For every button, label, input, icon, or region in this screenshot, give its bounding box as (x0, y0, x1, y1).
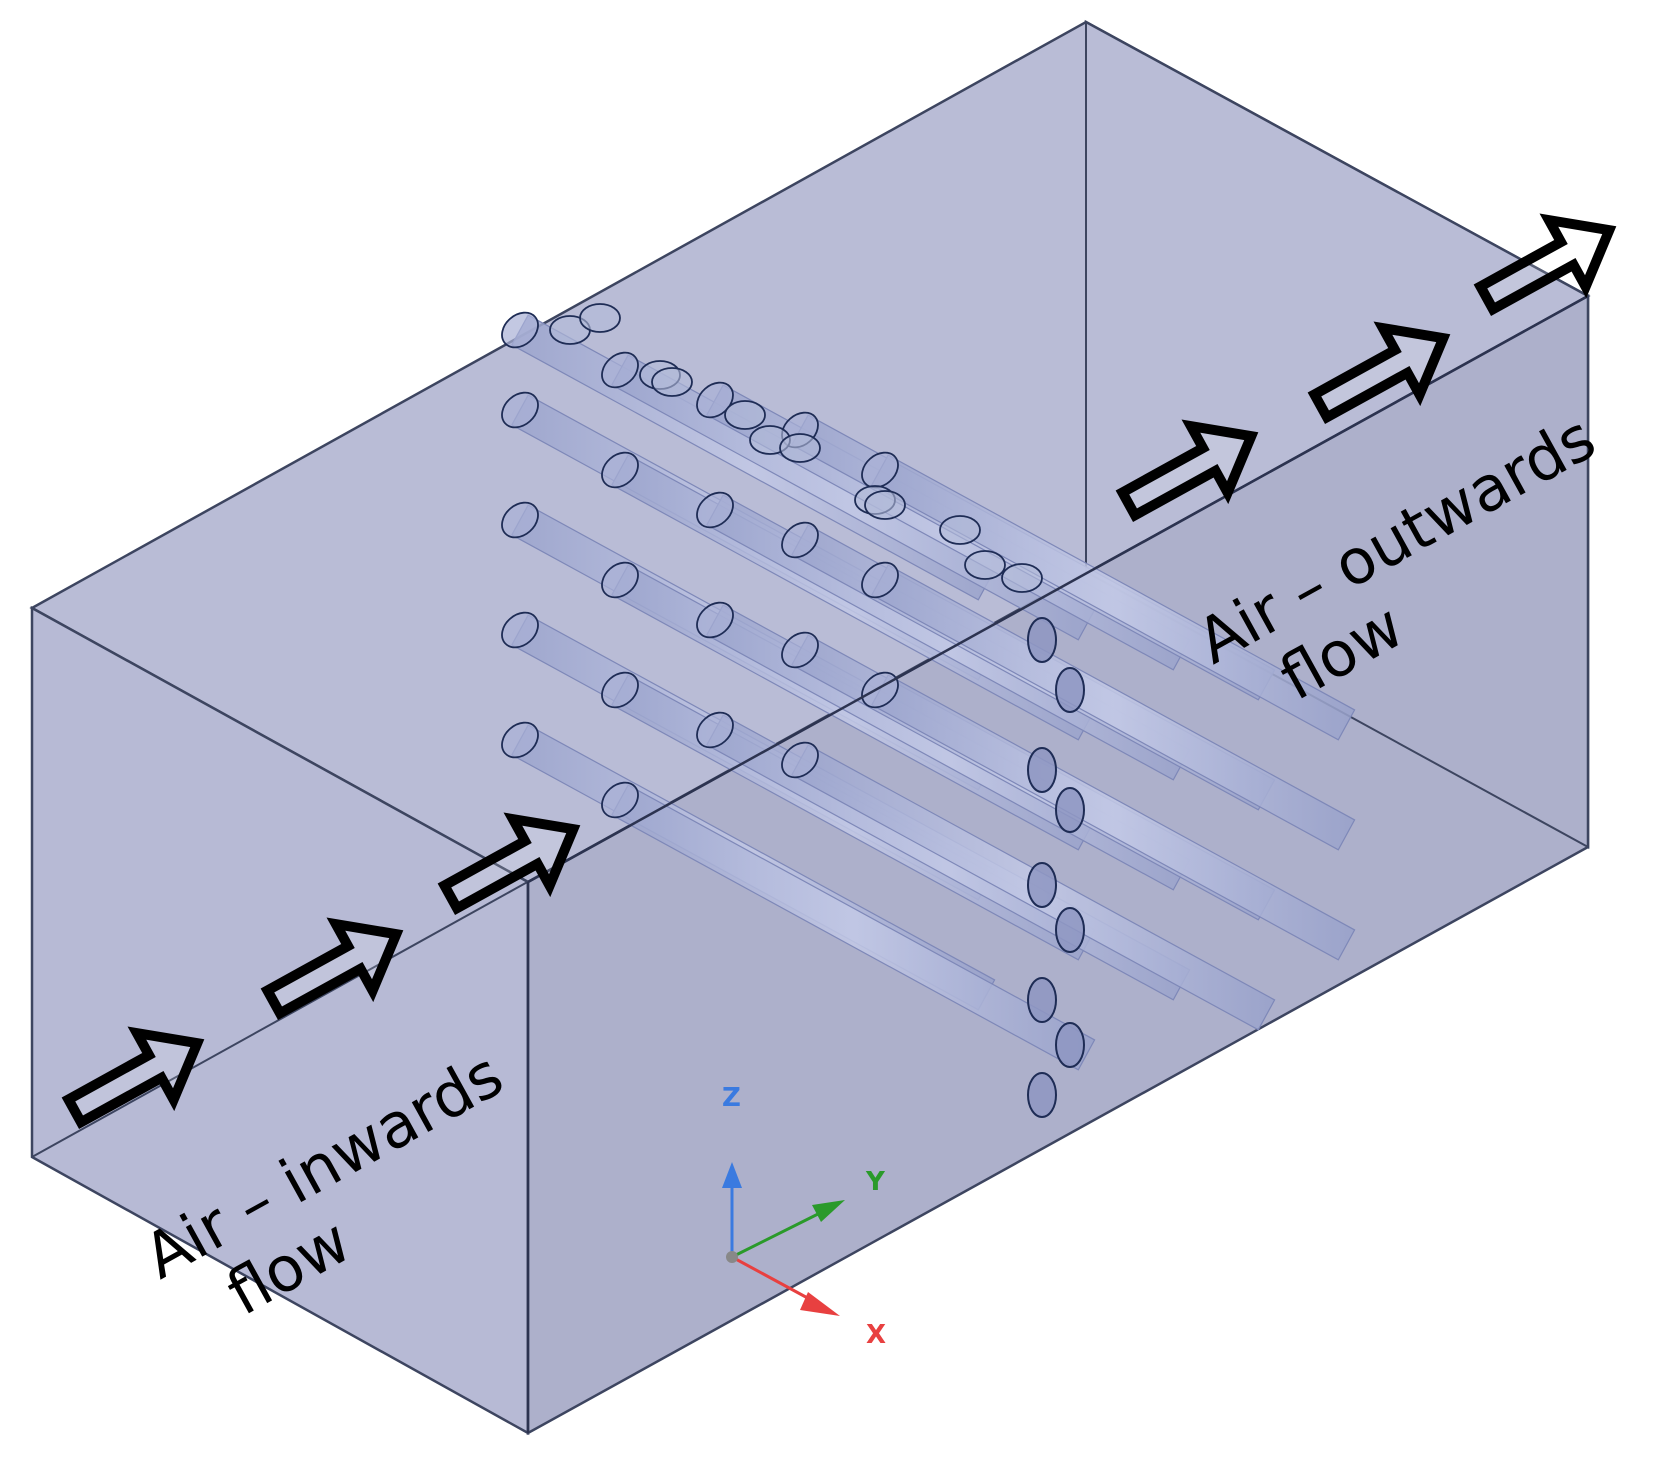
z-axis-arrowhead (722, 1162, 742, 1188)
tube-outlet-end (1027, 1072, 1057, 1118)
tube-inlet-end (724, 400, 766, 430)
hollow-right-arrow-icon (260, 917, 404, 1021)
tube-end-cap (601, 351, 639, 389)
tube-inlet-end (864, 490, 906, 520)
tube-inlet-end (1001, 563, 1043, 593)
tube-end-cap (861, 451, 899, 489)
hollow-right-arrow-icon (1473, 213, 1617, 317)
x-axis-arrowhead (800, 1292, 840, 1316)
tube-inlet-end (779, 433, 821, 463)
tube-outlet-end (1027, 617, 1057, 663)
tube-inlet-end (964, 550, 1006, 580)
tube-outlet-end (1027, 862, 1057, 908)
tube-outlet-end (1027, 977, 1057, 1023)
tube-inlet-end (651, 367, 693, 397)
tube-end-cap (861, 561, 899, 599)
tube-end-cap (601, 451, 639, 489)
tube-end-cap (601, 781, 639, 819)
outward-flow-arrows (1115, 213, 1617, 523)
tube-end-cap (501, 311, 539, 349)
hollow-right-arrow-icon (1115, 419, 1259, 523)
z-axis-label: Z (722, 1083, 741, 1113)
tube-end-cap (501, 611, 539, 649)
tube-end-cap (696, 491, 734, 529)
tube-outlet-end (1027, 747, 1057, 793)
tube-inlet-end (579, 303, 621, 333)
tube-end-cap (781, 521, 819, 559)
y-axis-arrowhead (812, 1200, 845, 1222)
tube-inlet-end (939, 515, 981, 545)
tube-end-cap (501, 501, 539, 539)
box-front-top-edge (527, 294, 1589, 884)
xyz-axis-triad-icon: Z Y X (722, 1083, 886, 1350)
hollow-right-arrow-icon (437, 812, 581, 916)
x-axis-line (731, 1255, 816, 1304)
inward-flow-arrows (61, 812, 581, 1130)
y-axis-label: Y (865, 1167, 886, 1197)
tube-end-cap (696, 601, 734, 639)
tube-end-cap (781, 741, 819, 779)
tube-outlet-end (1055, 907, 1085, 953)
tube-bank (501, 303, 1356, 1118)
tube-end-cap (501, 391, 539, 429)
triad-origin (726, 1251, 738, 1263)
tube-end-cap (601, 671, 639, 709)
tube-end-cap (501, 721, 539, 759)
y-axis-line (731, 1211, 821, 1259)
hollow-right-arrow-icon (1307, 321, 1451, 425)
x-axis-label: X (866, 1320, 886, 1350)
hollow-right-arrow-icon (61, 1026, 205, 1130)
tube-end-cap (781, 631, 819, 669)
tube-outlet-end (1055, 667, 1085, 713)
tube-outlet-end (1055, 787, 1085, 833)
tube-outlet-end (1055, 1022, 1085, 1068)
tube-end-cap (696, 711, 734, 749)
tube-end-cap (601, 561, 639, 599)
